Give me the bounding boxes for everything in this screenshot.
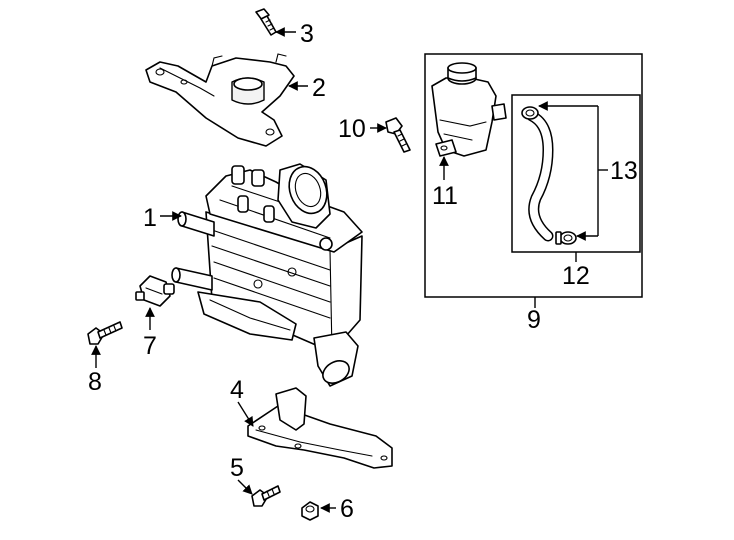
- hose-clamp-upper-icon: [521, 106, 539, 120]
- callout-12: 12: [562, 262, 590, 290]
- bolt-8-icon: [87, 321, 123, 345]
- callout-10: 10: [338, 115, 366, 143]
- callout-5: 5: [230, 454, 244, 482]
- hose-clamp-lower-icon: [555, 231, 577, 245]
- upper-bracket-icon: [145, 53, 295, 147]
- nut-icon: [301, 501, 319, 521]
- bolt-3-icon: [255, 8, 277, 36]
- bolt-5-icon: [251, 485, 281, 507]
- callout-7: 7: [143, 332, 157, 360]
- callout-11: 11: [432, 182, 458, 210]
- sensor-icon: [135, 275, 175, 307]
- bolt-10-icon: [385, 117, 411, 153]
- callout-3: 3: [300, 20, 314, 48]
- hose-icon: [526, 110, 554, 242]
- callout-13: 13: [610, 157, 638, 185]
- coolant-reservoir-icon: [431, 62, 507, 157]
- callout-8: 8: [88, 368, 102, 396]
- intercooler-assembly-icon: [171, 163, 363, 387]
- lower-bracket-icon: [247, 387, 393, 469]
- callout-1: 1: [143, 204, 157, 232]
- leader-lines: [91, 27, 608, 513]
- callout-2: 2: [312, 74, 326, 102]
- callout-6: 6: [340, 495, 354, 523]
- callout-4: 4: [230, 376, 244, 404]
- kit-box-9: [424, 53, 643, 298]
- callout-9: 9: [527, 306, 541, 334]
